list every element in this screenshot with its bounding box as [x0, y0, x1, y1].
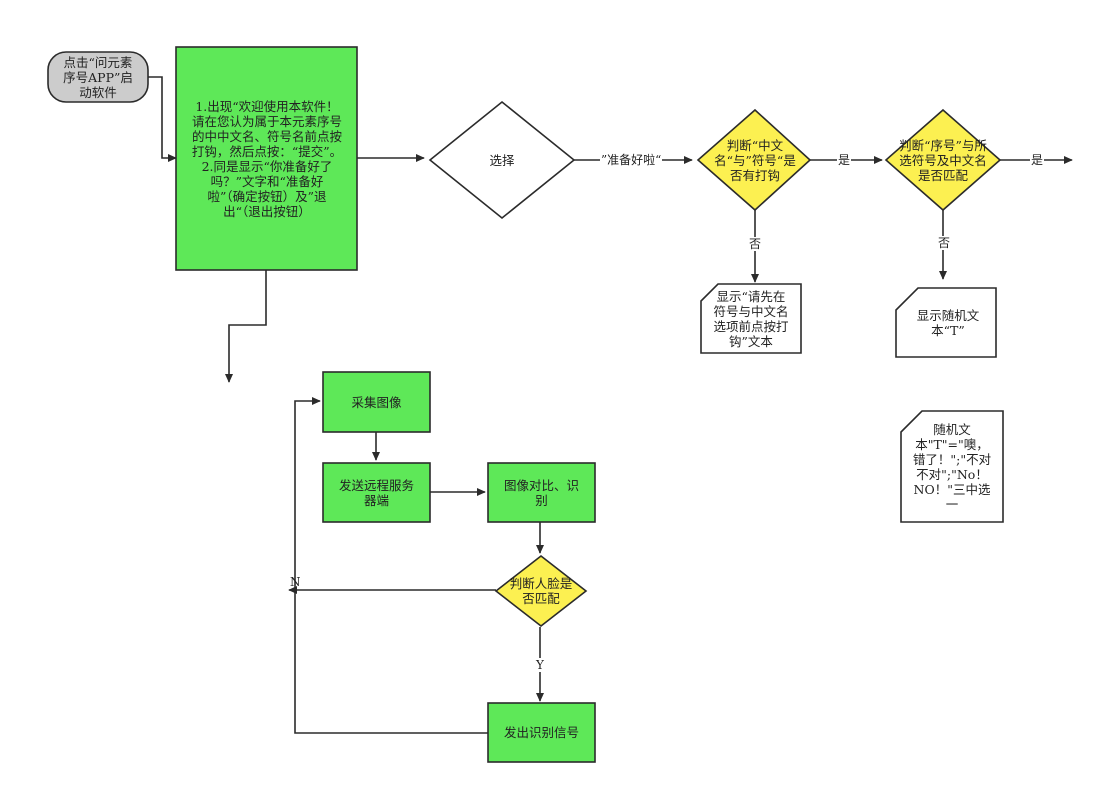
check-match-decision [884, 108, 1002, 212]
compare-label: 图像对比、识 别 [503, 477, 579, 508]
prompt-tick-note [700, 283, 802, 354]
welcome-label: 1.出现“欢迎使用本软件！ 请在您认为属于本元素序号 的中中文名、符号名前点按 … [191, 98, 343, 219]
edge-label-yes-1: 是 [837, 153, 852, 167]
edge-welcome-down [224, 270, 267, 383]
random-list-label: 随机文 本"T"="噢， 错了！";"不对 不对";"No！ NO！"三中选 一 [912, 421, 992, 512]
edge-label-no-1: 否 [748, 237, 763, 251]
capture-process [322, 371, 431, 433]
random-text-label: 显示随机文 本“T” [916, 308, 980, 338]
edge-label-yes-face: Y [535, 658, 545, 672]
signal-label: 发出识别信号 [503, 725, 579, 740]
start-terminal [47, 51, 149, 103]
random-text-note [895, 287, 997, 358]
compare-process [487, 462, 596, 523]
send-process [322, 462, 431, 523]
edge-label-no-2: 否 [937, 236, 952, 250]
face-match-label: 判断人脸是 否匹配 [509, 576, 573, 606]
edge-start-to-welcome [148, 76, 177, 163]
edge-label-yes-2: 是 [1030, 153, 1045, 167]
edge-label-no-face: N [290, 575, 301, 589]
check-match-label: 判断“序号”与所 选符号及中文名 是否匹配 [899, 137, 987, 183]
start-label: 点击“问元素 序号APP”启 动软件 [63, 54, 133, 100]
capture-label: 采集图像 [351, 394, 402, 410]
check-tick-decision [696, 108, 812, 212]
choose-decision [428, 100, 576, 220]
random-list-note [900, 410, 1004, 523]
signal-process [487, 702, 596, 763]
send-label: 发送远程服务 器端 [338, 477, 414, 508]
check-tick-label: 判断“中文 名“与”符号“是 否有打钩 [714, 137, 796, 183]
choose-label: 选择 [489, 152, 515, 168]
face-match-decision [494, 554, 588, 628]
edge-label-ready: ”准备好啦“ [600, 153, 663, 167]
edge-signal-loop [294, 396, 488, 734]
welcome-process [175, 46, 358, 271]
prompt-tick-label: 显示“请先在 符号与中文名 选项前点按打 钩”文本 [713, 288, 789, 349]
